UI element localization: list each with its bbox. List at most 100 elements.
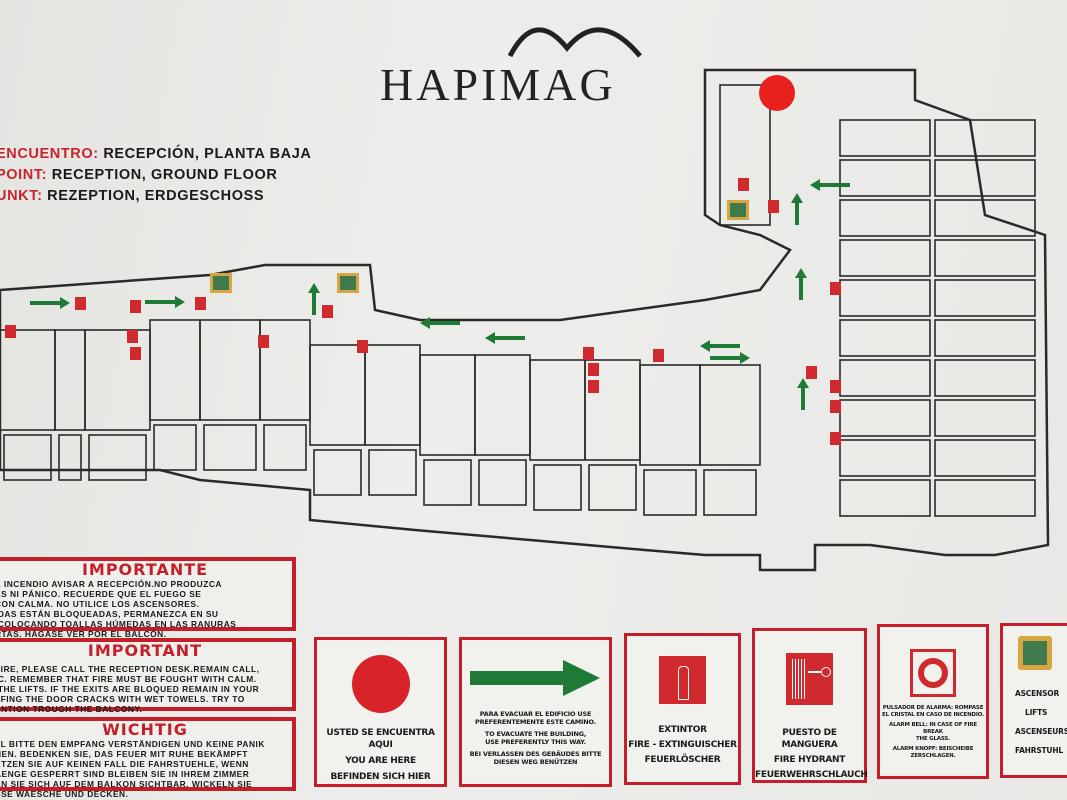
notice-title: WICHTIG xyxy=(102,720,188,739)
value: REZEPTION, ERDGESCHOSS xyxy=(47,188,265,204)
room xyxy=(699,364,761,466)
fire-extinguisher-icon xyxy=(738,178,749,191)
room xyxy=(839,159,931,197)
notice-title: IMPORTANT xyxy=(87,641,203,660)
room xyxy=(88,434,147,481)
notice-line: LL BITTE DEN EMPFANG VERSTÄNDIGEN UND KE… xyxy=(0,739,265,749)
room xyxy=(934,439,1036,477)
legend-text: FAHRSTUHL xyxy=(1015,746,1063,755)
legend-text: EL CRISTAL EN CASO DE INCENDIO. xyxy=(882,712,984,718)
notice-line: FFING THE DOOR CRACKS WITH WET TOWELS. T… xyxy=(0,694,245,704)
room xyxy=(934,119,1036,157)
label: ENCUENTRO: xyxy=(0,146,99,162)
room xyxy=(419,354,476,456)
room xyxy=(839,199,931,237)
fire-extinguisher-icon xyxy=(5,325,16,338)
legend-text: FEUERWEHRSCHLAUCH xyxy=(755,770,868,780)
fire-extinguisher-icon xyxy=(258,335,269,348)
room xyxy=(839,119,931,157)
room xyxy=(364,344,421,446)
room xyxy=(839,439,931,477)
room xyxy=(58,434,82,481)
logo-text: HAPIMAG xyxy=(380,59,616,110)
notice-line: AENGE GESPERRT SIND BLEIBEN SIE IN IHREM… xyxy=(0,769,250,779)
value: RECEPTION, GROUND FLOOR xyxy=(51,167,278,183)
escape-arrow-icon xyxy=(308,283,320,315)
label: UNKT: xyxy=(0,188,43,204)
meeting-point-en: POINT: RECEPTION, GROUND FLOOR xyxy=(0,167,277,183)
fire-extinguisher-icon xyxy=(588,363,599,376)
legend-text: TO EVACUATE THE BUILDING, xyxy=(484,730,587,738)
legend-text: FEUERLÖSCHER xyxy=(644,755,721,765)
escape-arrow-icon xyxy=(30,297,70,309)
room xyxy=(309,344,366,446)
room xyxy=(934,359,1036,397)
room xyxy=(478,459,527,506)
fire-extinguisher-icon xyxy=(830,282,841,295)
escape-arrow-icon xyxy=(797,378,809,410)
legend-text: THE GLASS. xyxy=(915,736,951,742)
fire-extinguisher-icon xyxy=(830,400,841,413)
fire-extinguisher-icon xyxy=(806,366,817,379)
escape-arrow-icon xyxy=(710,352,750,364)
red-dot-icon xyxy=(351,655,410,713)
notice-line: HEN. BEDENKEN SIE, DAS FEUER MIT RUHE BE… xyxy=(0,749,248,759)
building-outline xyxy=(0,68,1050,572)
room xyxy=(839,359,931,397)
legend-text: FIRE - EXTINGUISCHER xyxy=(628,740,737,750)
room xyxy=(839,479,931,517)
fire-extinguisher-icon xyxy=(830,432,841,445)
legend-text: USE PREFERENTLY THIS WAY. xyxy=(485,738,586,746)
fire-extinguisher-icon xyxy=(588,380,599,393)
notice-line: IC. REMEMBER THAT FIRE MUST BE FOUGHT WI… xyxy=(0,674,257,684)
notice-line: ENTION TROUGH THE BALCONY. xyxy=(0,704,143,714)
room xyxy=(639,364,701,466)
room xyxy=(54,329,86,431)
legend-text: BEI VERLASSEN DES GEBÄUDES BITTE xyxy=(469,750,602,758)
room xyxy=(839,279,931,317)
legend-text: PARA EVACUAR EL EDIFICIO USE xyxy=(479,710,592,718)
notice-line: E INCENDIO AVISAR A RECEPCIÓN.NO PRODUZC… xyxy=(0,579,222,589)
room xyxy=(153,424,197,471)
notice-title: IMPORTANTE xyxy=(81,560,209,579)
legend-you-are-here: USTED SE ENCUENTRA AQUI YOU ARE HERE BEF… xyxy=(314,637,447,787)
alarm-bell-icon xyxy=(910,649,956,697)
fire-hose-icon xyxy=(786,653,833,705)
fire-extinguisher-icon xyxy=(130,300,141,313)
notice-line: RTAS. HÁGASE VER POR EL BALCÓN. xyxy=(0,629,167,639)
legend-text: YOU ARE HERE xyxy=(345,756,416,766)
room xyxy=(934,319,1036,357)
room xyxy=(423,459,472,506)
room xyxy=(149,319,201,421)
room xyxy=(474,354,531,456)
room xyxy=(703,469,757,516)
notice-line: SSE WAESCHE UND DECKEN. xyxy=(0,789,129,799)
fire-extinguisher-icon xyxy=(768,200,779,213)
legend-alarm: PULSADOR DE ALARMA: ROMPASE EL CRISTAL E… xyxy=(877,624,989,779)
room xyxy=(529,359,586,461)
legend-lift: ASCENSOR LIFTS ASCENSEURS FAHRSTUHL xyxy=(1000,623,1067,778)
lift-icon xyxy=(340,276,356,290)
legend-text: ALARM BELL: IN CASE OF FIRE BREAK xyxy=(889,722,977,735)
notice-en: IMPORTANT FIRE, PLEASE CALL THE RECEPTIO… xyxy=(0,638,296,714)
room xyxy=(588,464,637,511)
escape-arrow-icon xyxy=(795,268,807,300)
fire-extinguisher-icon xyxy=(195,297,206,310)
legend-text: DIESEN WEG BENÜTZEN xyxy=(493,758,578,766)
notice-line: IDAS ESTÁN BLOQUEADAS, PERMANEZCA EN SU xyxy=(0,609,219,619)
legend-text: ASCENSEURS xyxy=(1015,727,1067,736)
room xyxy=(839,239,931,277)
legend-text: PUESTO DE MANGUERA xyxy=(781,728,838,750)
escape-arrow-icon xyxy=(700,340,740,352)
legend-text: ALARM KNOPF: BEISCHEIBE xyxy=(892,746,974,752)
fire-extinguisher-icon xyxy=(659,656,706,704)
room xyxy=(368,449,417,496)
room xyxy=(0,329,56,431)
room xyxy=(313,449,362,496)
legend-text: FIRE HYDRANT xyxy=(773,755,846,765)
fire-extinguisher-icon xyxy=(130,347,141,360)
fire-extinguisher-icon xyxy=(357,340,368,353)
room xyxy=(643,469,697,516)
value: RECEPCIÓN, PLANTA BAJA xyxy=(103,146,312,162)
floor-plan xyxy=(0,68,1050,572)
